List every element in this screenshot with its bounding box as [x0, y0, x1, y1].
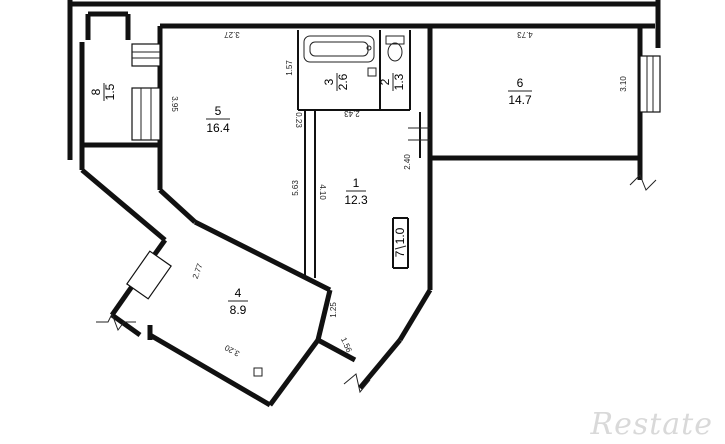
svg-text:8: 8 — [89, 88, 103, 95]
room-label-6: 6 14.7 — [508, 76, 532, 107]
svg-text:1: 1 — [353, 176, 360, 190]
svg-text:3.20: 3.20 — [223, 343, 241, 359]
svg-text:2.77: 2.77 — [191, 262, 205, 280]
room-labels: 1 12.3 2 1.3 3 2.6 4 8.9 5 16.4 6 14.7 — [89, 73, 532, 317]
svg-text:4.73: 4.73 — [517, 30, 533, 39]
room-label-3: 3 2.6 — [322, 73, 350, 91]
svg-text:1.0: 1.0 — [393, 227, 407, 244]
interior-walls — [159, 26, 421, 278]
watermark-logo: Restate — [590, 407, 713, 442]
svg-text:3: 3 — [322, 78, 336, 85]
svg-text:0.23: 0.23 — [294, 112, 303, 128]
room-label-7: 7 1.0 — [393, 227, 407, 257]
room-label-2: 2 1.3 — [378, 73, 406, 91]
room-label-5: 5 16.4 — [206, 104, 230, 135]
svg-text:1.3: 1.3 — [392, 73, 406, 90]
svg-text:12.3: 12.3 — [344, 193, 368, 207]
svg-text:3.27: 3.27 — [224, 30, 240, 39]
svg-text:2.43: 2.43 — [344, 109, 360, 118]
svg-text:8.9: 8.9 — [230, 303, 247, 317]
svg-text:1.25: 1.25 — [329, 302, 338, 318]
svg-text:14.7: 14.7 — [508, 93, 532, 107]
room-label-4: 4 8.9 — [228, 286, 248, 317]
svg-text:7: 7 — [393, 250, 407, 257]
svg-text:3.95: 3.95 — [170, 96, 179, 112]
misc-marks — [253, 127, 430, 377]
svg-text:5: 5 — [215, 104, 222, 118]
svg-text:4.10: 4.10 — [318, 184, 327, 200]
room-label-8: 8 1.5 — [89, 83, 117, 101]
svg-text:2.40: 2.40 — [403, 154, 412, 170]
outer-walls — [67, 0, 661, 408]
room-label-1: 1 12.3 — [344, 176, 368, 207]
bathroom-fixtures — [303, 35, 405, 77]
windows — [126, 43, 661, 300]
svg-text:5.63: 5.63 — [291, 180, 300, 196]
svg-text:2.6: 2.6 — [336, 73, 350, 90]
svg-text:2: 2 — [378, 78, 392, 85]
break-marks — [96, 174, 657, 394]
svg-text:1.57: 1.57 — [285, 60, 294, 76]
svg-text:1.5: 1.5 — [103, 83, 117, 100]
svg-text:4: 4 — [235, 286, 242, 300]
svg-text:16.4: 16.4 — [206, 121, 230, 135]
svg-text:6: 6 — [517, 76, 524, 90]
svg-text:3.10: 3.10 — [619, 76, 628, 92]
